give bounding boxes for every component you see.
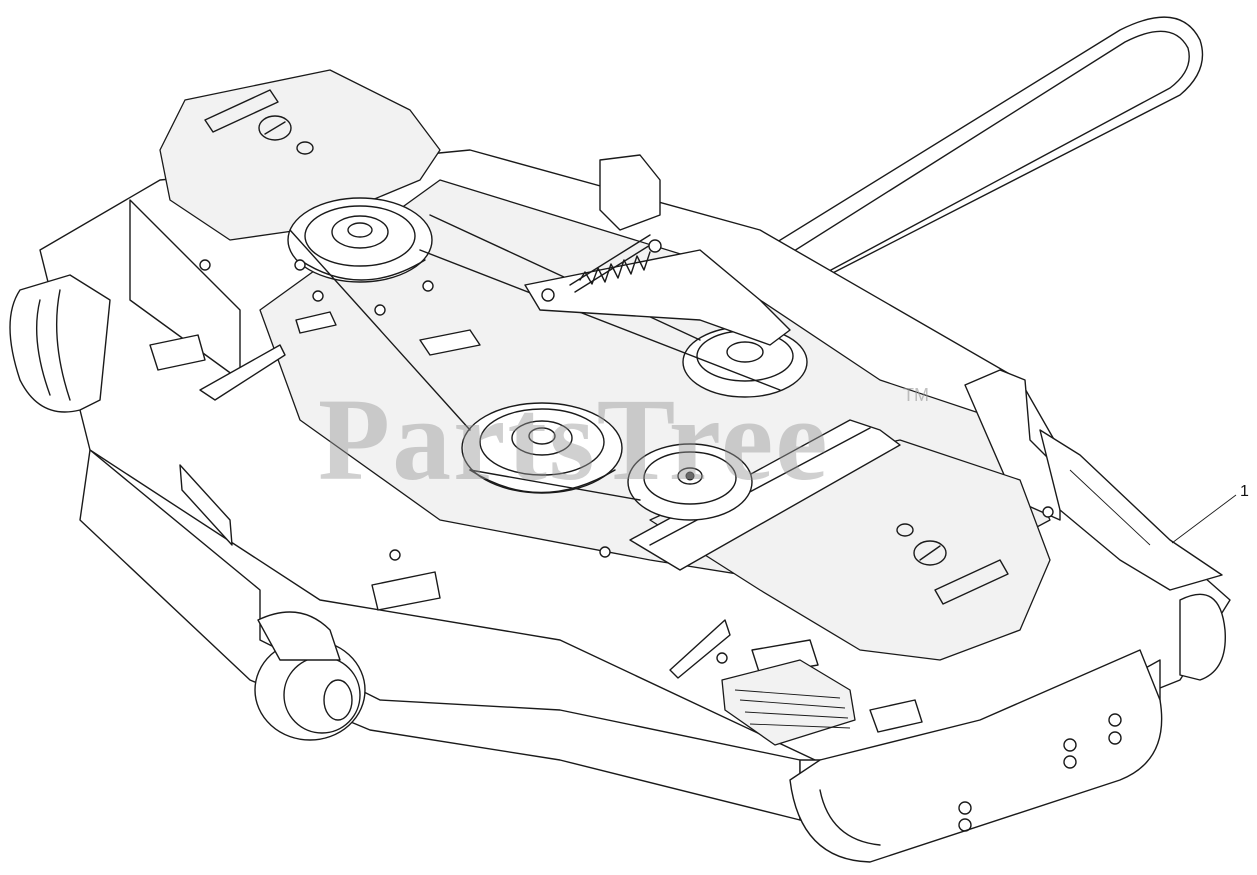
idler-pulley-flat: [627, 443, 753, 521]
idler-arm-assembly: [524, 154, 791, 346]
drive-belt: [734, 16, 1204, 301]
left-spindle-pulley: [287, 197, 433, 283]
warning-plate: [721, 659, 856, 746]
tension-spring: [579, 251, 651, 285]
front-right-roller: [789, 649, 1163, 863]
center-spindle-pulley: [461, 402, 623, 494]
right-spindle-pulley: [682, 326, 808, 398]
safety-decals: [149, 311, 923, 733]
left-spindle-cover: [159, 69, 441, 241]
callout-label-1[interactable]: 1: [1240, 483, 1249, 500]
callout-1-leader: [1171, 494, 1237, 544]
deck-bolts: [199, 259, 1054, 664]
left-rear-roller: [9, 274, 111, 413]
watermark-trademark: TM: [903, 385, 929, 405]
front-left-wheel: [254, 611, 366, 741]
discharge-chute: [1039, 429, 1223, 591]
right-side-bracket: [964, 369, 1226, 681]
belt-guard-bar: [629, 419, 901, 571]
deck-brackets: [199, 329, 731, 679]
